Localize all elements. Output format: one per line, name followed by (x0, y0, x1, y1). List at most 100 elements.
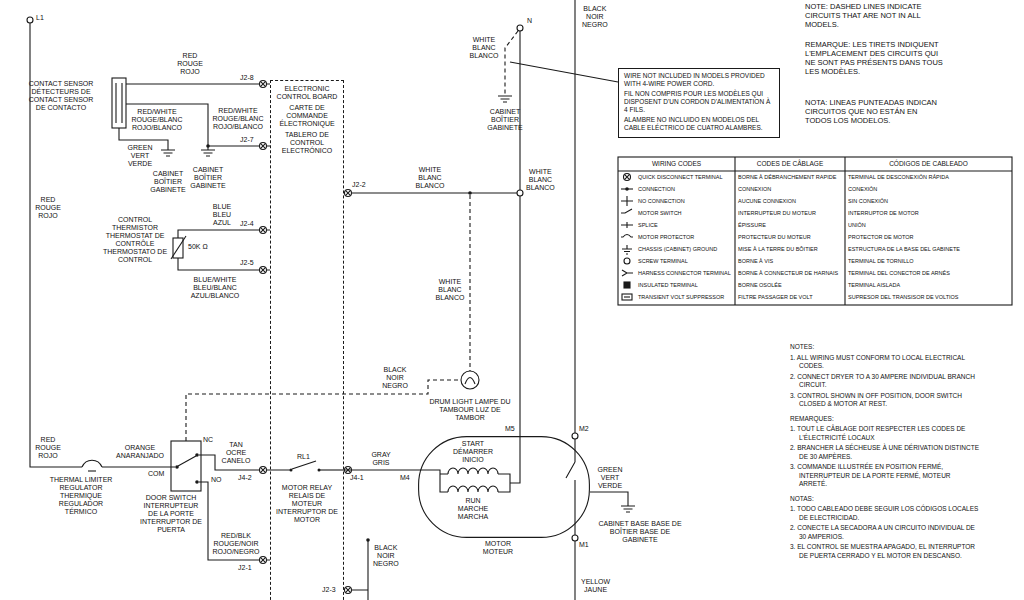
table-header: WIRING CODES (652, 160, 701, 168)
door-switch-symbol (178, 456, 196, 466)
terminal-label: NC (203, 436, 213, 444)
switch-wire (186, 380, 461, 441)
wire-color-label: GRAY GRIS (370, 451, 391, 467)
motor-label: RUN MARCHE MARCHA (458, 497, 488, 521)
terminal-label: M2 (579, 425, 589, 433)
contact-sensor-symbol (112, 78, 126, 128)
drum-light-symbol (461, 371, 479, 389)
wire-connector (344, 469, 418, 470)
quick-disconnect-terminal (260, 557, 267, 564)
table-cell: TERMINAL DEL CONECTOR DE ARNÉS (848, 270, 950, 277)
table-cell: TERMINAL DE TORNILLO (848, 258, 914, 265)
motor-label: START DÉMARRER INICIO (453, 440, 493, 464)
line-wire (566, 0, 578, 600)
wiring-codes-table (622, 294, 632, 300)
neutral-wire (517, 25, 523, 31)
wire-color-label: BLACK NOIR NEGRO (373, 544, 399, 568)
table-cell: INTERRUPTOR DE MOTOR (848, 210, 919, 217)
wiring-codes-table (618, 157, 1012, 305)
line-wire (574, 0, 575, 433)
note-text: NOTE: DASHED LINES INDICATE CIRCUITS THA… (805, 2, 945, 29)
table-cell: TERMINAL DE DESCONEXIÓN RÁPIDA (848, 174, 949, 181)
door-switch-symbol (171, 441, 201, 491)
connector-pin: J2-7 (240, 136, 254, 144)
contact-sensor-symbol (116, 83, 122, 123)
table-cell: SIN CONEXIÓN (848, 198, 888, 205)
connector-pin: J2-2 (352, 181, 366, 189)
motor-outline: START DÉMARRER INICIORUN MARCHE MARCHAMO… (418, 436, 590, 538)
table-cell: PROTECTEUR DU MOTEUR (738, 234, 811, 241)
wire-color-label: BLACK NOIR NEGRO (582, 5, 608, 29)
table-cell: MISE À LA TERRE DU BÔITIER (738, 246, 818, 253)
signal-wire (208, 145, 259, 146)
motor-winding (418, 470, 510, 492)
thermistor-symbol (171, 236, 186, 259)
note-text: 2. CONNECT DRYER TO A 30 AMPERE INDIVIDU… (790, 373, 980, 390)
note-text: 3. CONTROL SHOWN IN OFF POSITION, DOOR S… (790, 392, 980, 409)
note-text: NOTAS: (790, 495, 980, 504)
note-text: 2. CONECTE LA SECADORA A UN CIRCUITO IND… (790, 524, 980, 541)
table-header: CÓDIGOS DE CABLEADO (889, 160, 968, 168)
table-cell: HARNESS CONNECTOR TERMINAL (638, 270, 731, 277)
signal-wire (178, 258, 259, 270)
component-label: CONTACT SENSOR DÉTECTEURS DE CONTACT SEN… (28, 80, 94, 112)
neutral-wire (510, 31, 520, 483)
table-cell: BORNE OSOLÉE (738, 282, 782, 289)
note-text: 1. TOUT LE CÂBLAGE DOIT RESPECTER LES CO… (790, 425, 980, 442)
neutral-wire (517, 190, 523, 196)
table-cell: TRANSIENT VOLT SUPPRESSOR (638, 294, 724, 301)
wiring-codes-table (624, 282, 630, 288)
table-cell: FILTRE PASSAGER DE VOLT (738, 294, 813, 301)
wire-color-label: BLACK NOIR NEGRO (382, 366, 408, 390)
wiring-codes-table (625, 187, 629, 191)
note-text: 1. TODO CABLEADO DEBE SEGUIR LOS CÓDIGOS… (790, 505, 980, 522)
table-cell: ÉPISSURE (738, 222, 766, 229)
relay-contact-symbol (320, 469, 344, 470)
wire-color-label: RED/WHITE ROUGE/BLANC ROJO/BLANCO (132, 108, 183, 132)
table-cell: SUPRESOR DEL TRANSISOR DE VOLTIOS (848, 294, 959, 301)
quick-disconnect-terminal (260, 267, 267, 274)
line-wire (574, 541, 575, 600)
thermal-limiter-symbol (82, 460, 102, 467)
table-cell: BORNE À CONNECTEUR DE HARNAIS (738, 270, 838, 277)
wire-color-label: RED ROUGE ROJO (35, 436, 61, 460)
wire-color-label: RED ROUGE ROJO (177, 52, 203, 76)
connector-pin: J2-5 (240, 259, 254, 267)
component-label: DRUM LIGHT LAMPE DU TAMBOUR LUZ DE TAMBO… (429, 398, 511, 422)
table-cell: BORNE À DÉBRANCHEMENT RAPIDE (738, 174, 836, 181)
table-cell: BORNE À VIS (738, 258, 773, 265)
motor-winding (448, 486, 498, 492)
table-cell: QUICK DISCONNECT TERMINAL (638, 174, 722, 181)
table-header: CODES DE CÂBLAGE (757, 160, 823, 168)
quick-disconnect-terminal (260, 81, 267, 88)
wire-color-label: GREEN VERT VERDE (128, 144, 153, 168)
signal-wire (352, 540, 368, 600)
table-cell: TERMINAL AISLADA (848, 282, 900, 289)
connector-pin: J2-4 (240, 220, 254, 228)
wire-color-label: ORANGE ANARANJADO (116, 444, 164, 460)
wire-color-label: WHITE BLANC BLANCO (470, 36, 499, 60)
component-label: MOTOR RELAY RELAIS DE MOTEUR INTERRUPTOR… (273, 484, 341, 524)
wire-color-label: BLUE BLEU AZUL (213, 203, 231, 227)
board-title: CARTE DE COMMANDE ÉLECTRONIQUE (274, 104, 340, 128)
drum-light-symbol (465, 378, 475, 385)
wire-color-label: RED/BLK ROUGE/NOIR ROJO/NEGRO (212, 532, 259, 556)
signal-wire (126, 83, 259, 84)
table-cell: SCREW TERMINAL (638, 258, 688, 265)
table-cell: PROTECTOR DE MOTOR (848, 234, 914, 241)
signal-wire (206, 144, 210, 148)
table-cell: INTERRUPTEUR DU MOTEUR (738, 210, 816, 217)
ground-label: CABINET BOÎTIER GABINETE (190, 166, 225, 190)
motor-label: MOTOR MOTEUR (483, 540, 513, 556)
door-switch-symbol (171, 441, 201, 491)
note-text: NOTA: LINEAS PUNTEADAS INDICAN CIRCUITOS… (805, 98, 945, 125)
wiring-codes-table (621, 235, 633, 238)
wire-color-label: WHITE BLANC BLANCO (436, 278, 465, 302)
relay-contact-symbol (292, 461, 316, 469)
note-text: WIRE NOT INCLUDED IN MODELS PROVIDED WIT… (624, 72, 774, 88)
motor-winding (448, 468, 498, 474)
table-cell: CONNECTION (638, 186, 675, 193)
door-switch-symbol (195, 480, 199, 484)
board-title: ELECTRONIC CONTROL BOARD (274, 85, 340, 101)
